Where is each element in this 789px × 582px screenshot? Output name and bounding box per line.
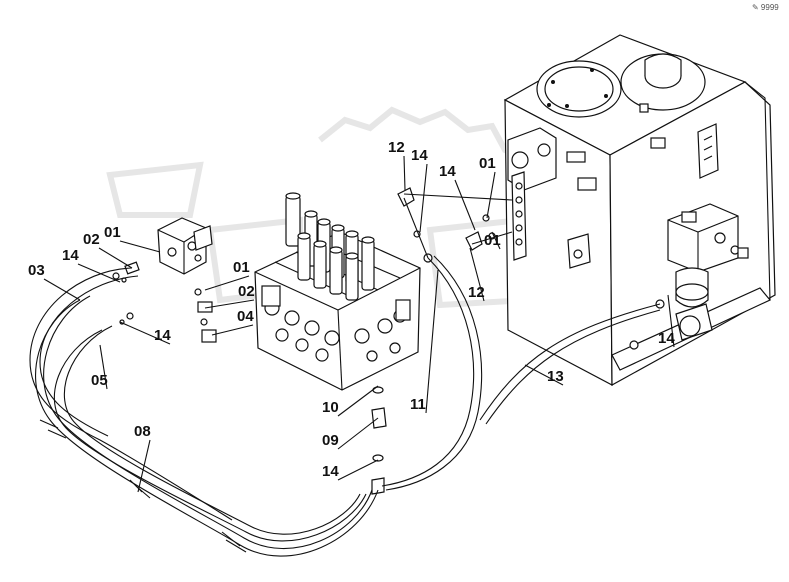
leader-line-c01c	[486, 171, 496, 219]
leader-line-c09	[337, 417, 379, 450]
callout-c12b: 12	[468, 284, 485, 301]
leader-line-c11	[425, 269, 439, 414]
leader-line-c04	[211, 324, 254, 336]
leader-line-c12a	[403, 155, 406, 191]
leader-line-c02b	[204, 299, 255, 309]
leader-line-c14e	[454, 179, 476, 231]
leader-line-c14f	[667, 294, 675, 348]
callout-c14a: 14	[62, 247, 79, 264]
callout-c14d: 14	[411, 147, 428, 164]
leader-line-c03	[43, 278, 81, 301]
callout-c08: 08	[134, 423, 151, 440]
hoses	[29, 193, 661, 557]
callout-c01d: 01	[484, 232, 501, 249]
leader-line-c02a	[98, 247, 133, 269]
leader-line-c14a	[77, 263, 121, 283]
hydraulic-tank	[503, 34, 776, 387]
callout-c13: 13	[547, 368, 564, 385]
callout-c11: 11	[410, 396, 426, 413]
callout-c04: 04	[237, 308, 254, 325]
callout-c01b: 01	[233, 259, 250, 276]
leader-line-c12b	[469, 247, 485, 302]
callout-c02a: 02	[83, 231, 100, 248]
callout-c14b: 14	[154, 327, 171, 344]
leader-line-c05	[99, 344, 108, 390]
callout-c14c: 14	[322, 463, 339, 480]
leader-line-c01b	[204, 275, 250, 291]
callout-c10: 10	[322, 399, 339, 416]
leader-line-c01a	[119, 240, 161, 253]
callout-c03: 03	[28, 262, 45, 279]
leader-line-c14c	[337, 459, 379, 481]
callout-c01a: 01	[104, 224, 121, 241]
callout-c01c: 01	[479, 155, 496, 172]
auxiliary-valve-block	[157, 217, 213, 275]
callout-c12a: 12	[388, 139, 405, 156]
leader-line-c13	[524, 364, 564, 386]
leader-line-c01d	[491, 231, 501, 250]
leader-line-c14b	[119, 321, 171, 345]
leader-line-c10	[337, 385, 379, 417]
leader-line-c08	[137, 439, 151, 493]
callout-c02b: 02	[238, 283, 255, 300]
corner-mark: ✎ 9999	[752, 3, 779, 12]
callout-c05: 05	[91, 372, 108, 389]
callout-c14f: 14	[658, 330, 675, 347]
callout-c14e: 14	[439, 163, 456, 180]
control-valve-bank	[254, 192, 421, 391]
leader-line-c14d	[419, 163, 428, 233]
callout-c09: 09	[322, 432, 339, 449]
